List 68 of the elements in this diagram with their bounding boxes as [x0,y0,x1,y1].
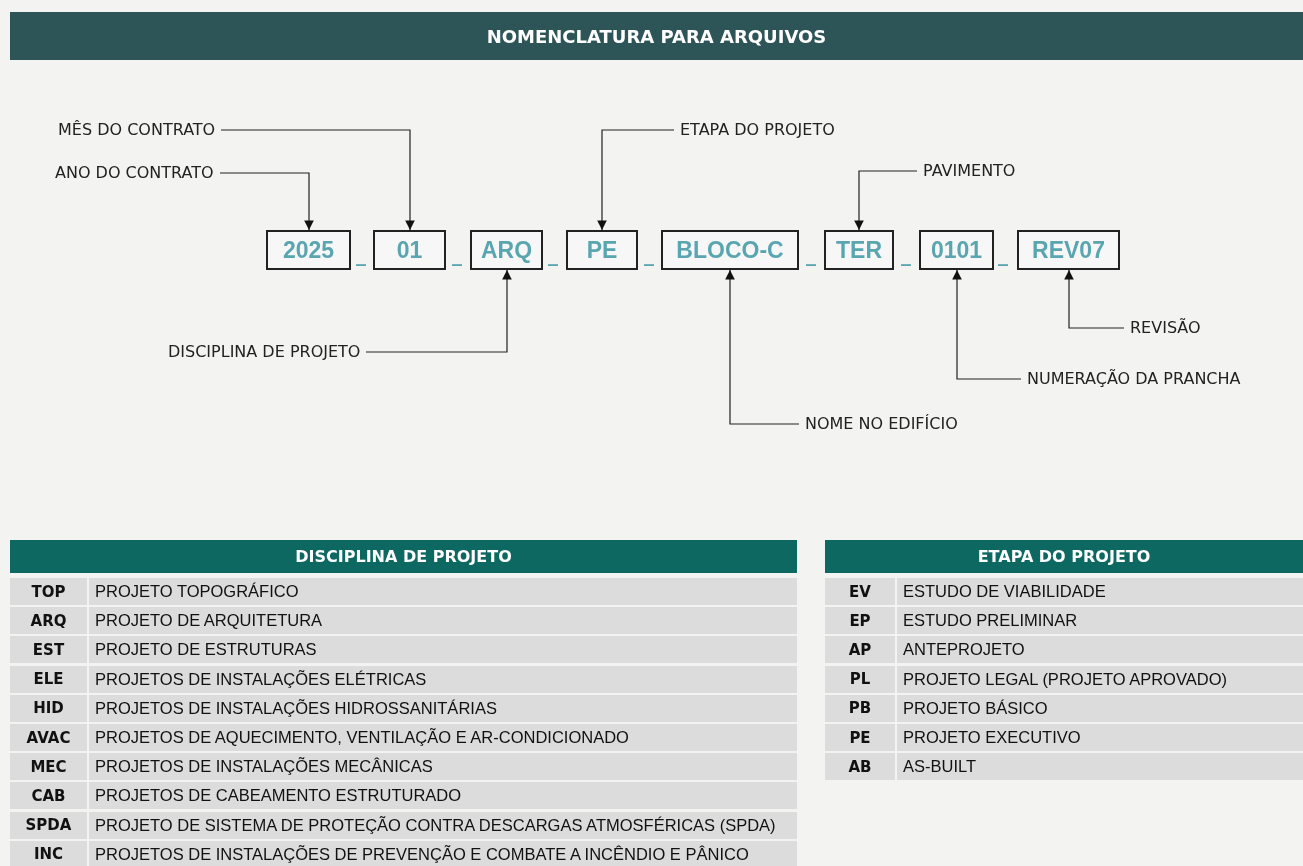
code-segment-box: TER [824,230,894,270]
table-cell: ANTEPROJETO [897,636,1303,664]
table-cell: MEC [10,753,87,781]
separator-underscore: _ [548,242,558,266]
table-cell: CAB [10,782,87,810]
table-header: ETAPA DO PROJETO [825,540,1303,573]
leader-arrow [854,170,918,231]
table-cell: SPDA [10,811,87,839]
code-segment-box: PE [566,230,638,270]
separator-underscore: _ [901,242,911,266]
table-cell: PROJETO LEGAL (PROJETO APROVADO) [897,665,1303,693]
table-cell: PROJETOS DE CABEAMENTO ESTRUTURADO [89,782,797,810]
callout-text: PAVIMENTO [923,161,1016,181]
table-cell: TOP [10,578,87,605]
separator-underscore: _ [644,242,654,266]
separator-underscore: _ [356,242,366,266]
callout-text: REVISÃO [1130,318,1201,338]
table-cell: ESTUDO PRELIMINAR [897,607,1303,635]
table-cell: PE [825,724,895,751]
code-segment-box: 0101 [919,230,994,270]
callout-text: MÊS DO CONTRATO [58,120,216,140]
table-cell: HID [10,694,87,722]
callout-text: DISCIPLINA DE PROJETO [168,342,361,362]
table-cell: PB [825,694,895,722]
table-cell: PROJETO DE SISTEMA DE PROTEÇÃO CONTRA DESCARGAS ATMOSFÉRICAS (SPDA) [89,811,797,839]
title-bar: NOMENCLATURA PARA ARQUIVOS [10,12,1303,60]
table-cell: ESTUDO DE VIABILIDADE [897,578,1303,605]
table-cell: PROJETOS DE INSTALAÇÕES ELÉTRICAS [89,665,797,693]
callout-text: ETAPA DO PROJETO [680,120,835,140]
code-segment-box: 01 [373,230,446,270]
leader-arrow [1064,269,1125,329]
table-cell: ARQ [10,607,87,635]
callout-text: NOME NO EDIFÍCIO [805,414,958,434]
separator-underscore: _ [806,242,816,266]
table-cell: EST [10,636,87,664]
table-cell: PL [825,665,895,693]
leader-arrow [365,269,512,353]
table-cell: PROJETO DE ARQUITETURA [89,607,797,635]
leader-arrow [725,269,800,425]
separator-underscore: _ [452,242,462,266]
table-cell: PROJETOS DE AQUECIMENTO, VENTILAÇÃO E AR-CONDICIONADO [89,724,797,751]
table-cell: AB [825,753,895,781]
code-segment-box: ARQ [470,230,543,270]
table-cell: PROJETO DE ESTRUTURAS [89,636,797,664]
table-cell: AP [825,636,895,664]
table-cell: EV [825,578,895,605]
leader-arrow [219,172,314,231]
table-cell: PROJETO EXECUTIVO [897,724,1303,751]
code-segment-box: 2025 [266,230,351,270]
table-cell: PROJETOS DE INSTALAÇÕES HIDROSSANITÁRIAS [89,694,797,722]
table-cell: EP [825,607,895,635]
table-cell: AVAC [10,724,87,751]
table-cell: AS-BUILT [897,753,1303,781]
leader-arrow [952,269,1022,380]
table-cell: ELE [10,665,87,693]
table-cell: PROJETO BÁSICO [897,694,1303,722]
table-cell: PROJETO TOPOGRÁFICO [89,578,797,605]
leader-arrow [220,129,415,231]
code-segment-box: BLOCO-C [661,230,799,270]
table-cell: PROJETOS DE INSTALAÇÕES MECÂNICAS [89,753,797,781]
table-header: DISCIPLINA DE PROJETO [10,540,797,573]
table-cell: PROJETOS DE INSTALAÇÕES DE PREVENÇÃO E COMBATE A INCÊNDIO E PÂNICO [89,840,797,866]
leader-arrow [597,129,675,231]
callout-text: ANO DO CONTRATO [55,163,214,183]
table-cell: INC [10,840,87,866]
separator-underscore: _ [998,242,1008,266]
callout-text: NUMERAÇÃO DA PRANCHA [1027,369,1241,389]
code-segment-box: REV07 [1017,230,1120,270]
